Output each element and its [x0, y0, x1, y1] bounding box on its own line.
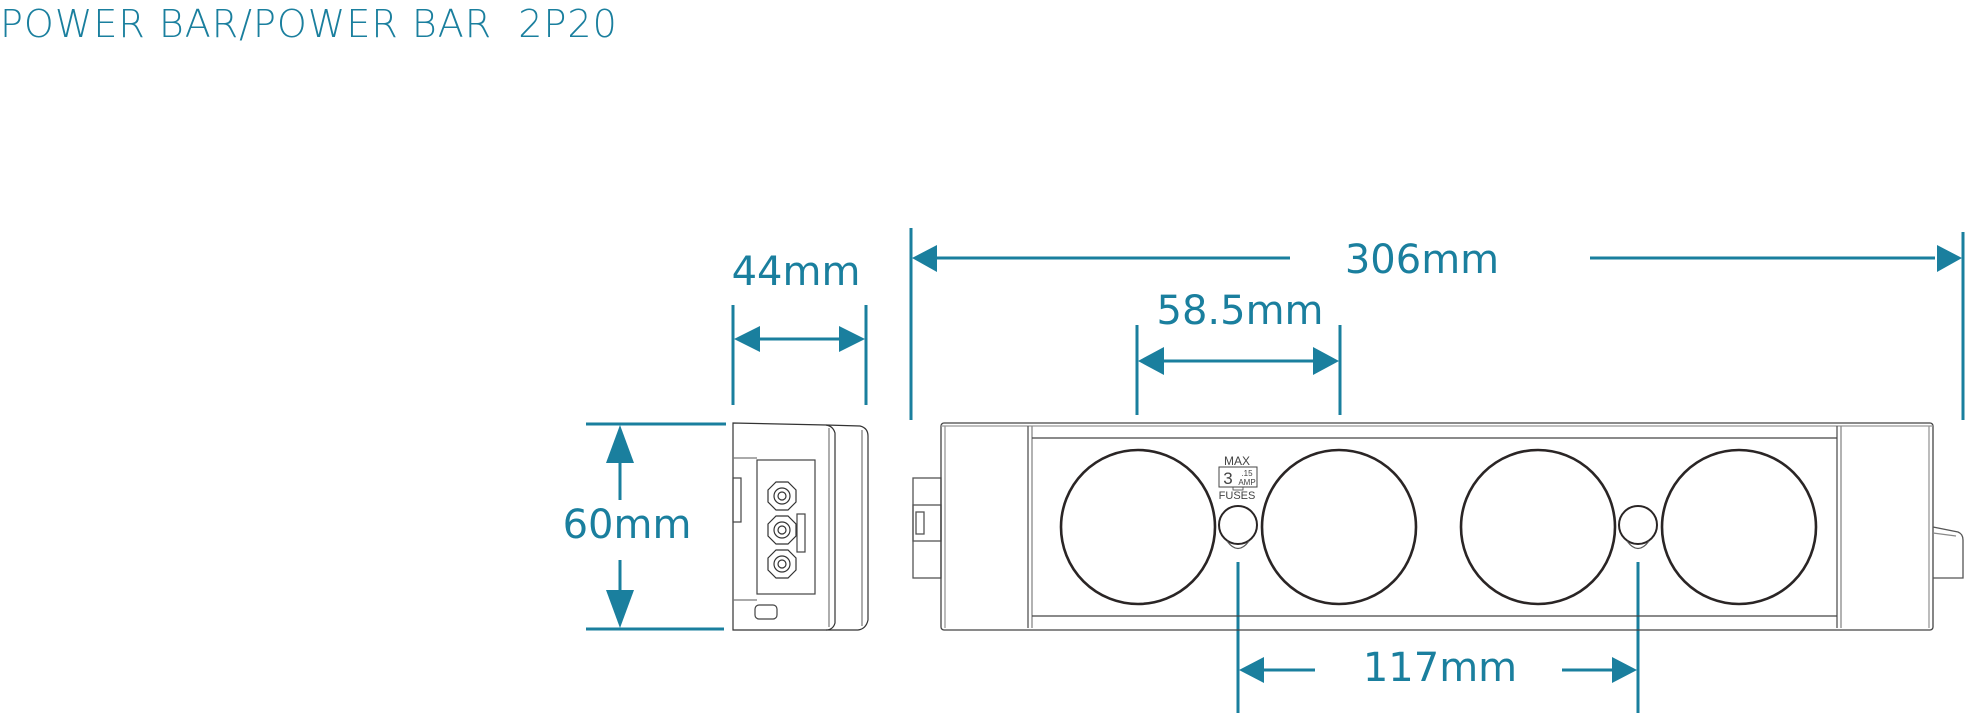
fuse-label-decimal: .15 [1241, 469, 1253, 478]
fuse-label-unit: AMP [1238, 478, 1255, 487]
fuse-holders [1218, 505, 1658, 550]
sockets [1059, 448, 1818, 606]
dimension-58-5mm [1135, 325, 1342, 415]
socket-4 [1660, 448, 1818, 606]
right-connector [1932, 526, 1964, 579]
label-117mm: 117mm [1362, 645, 1518, 691]
dimension-306mm [909, 228, 1965, 420]
dimension-44mm [731, 305, 868, 405]
dimension-60mm [586, 422, 726, 631]
side-view [732, 422, 869, 631]
left-connector [912, 477, 942, 579]
socket-1 [1059, 448, 1217, 606]
fuse-rating-label: MAX 3 .15 AMP FUSES [1218, 454, 1258, 502]
drawing-title: POWER BAR/POWER BAR 2P20 [0, 2, 618, 46]
socket-2 [1260, 448, 1418, 606]
label-60mm: 60mm [562, 502, 692, 548]
dimension-117mm [1236, 562, 1640, 713]
power-bar-front-view [912, 422, 1964, 631]
fuse-holder-1 [1218, 505, 1258, 550]
fuse-label-max: MAX [1224, 454, 1250, 468]
fuse-holder-2 [1618, 505, 1658, 550]
label-44mm: 44mm [731, 249, 861, 295]
terminal-middle [767, 515, 797, 545]
terminal-top [767, 481, 797, 511]
label-58-5mm: 58.5mm [1156, 288, 1324, 334]
fuse-label-fuses: FUSES [1219, 490, 1256, 502]
label-306mm: 306mm [1344, 237, 1500, 283]
socket-3 [1459, 448, 1617, 606]
terminal-bottom [767, 549, 797, 579]
fuse-label-value: 3 [1223, 469, 1232, 488]
